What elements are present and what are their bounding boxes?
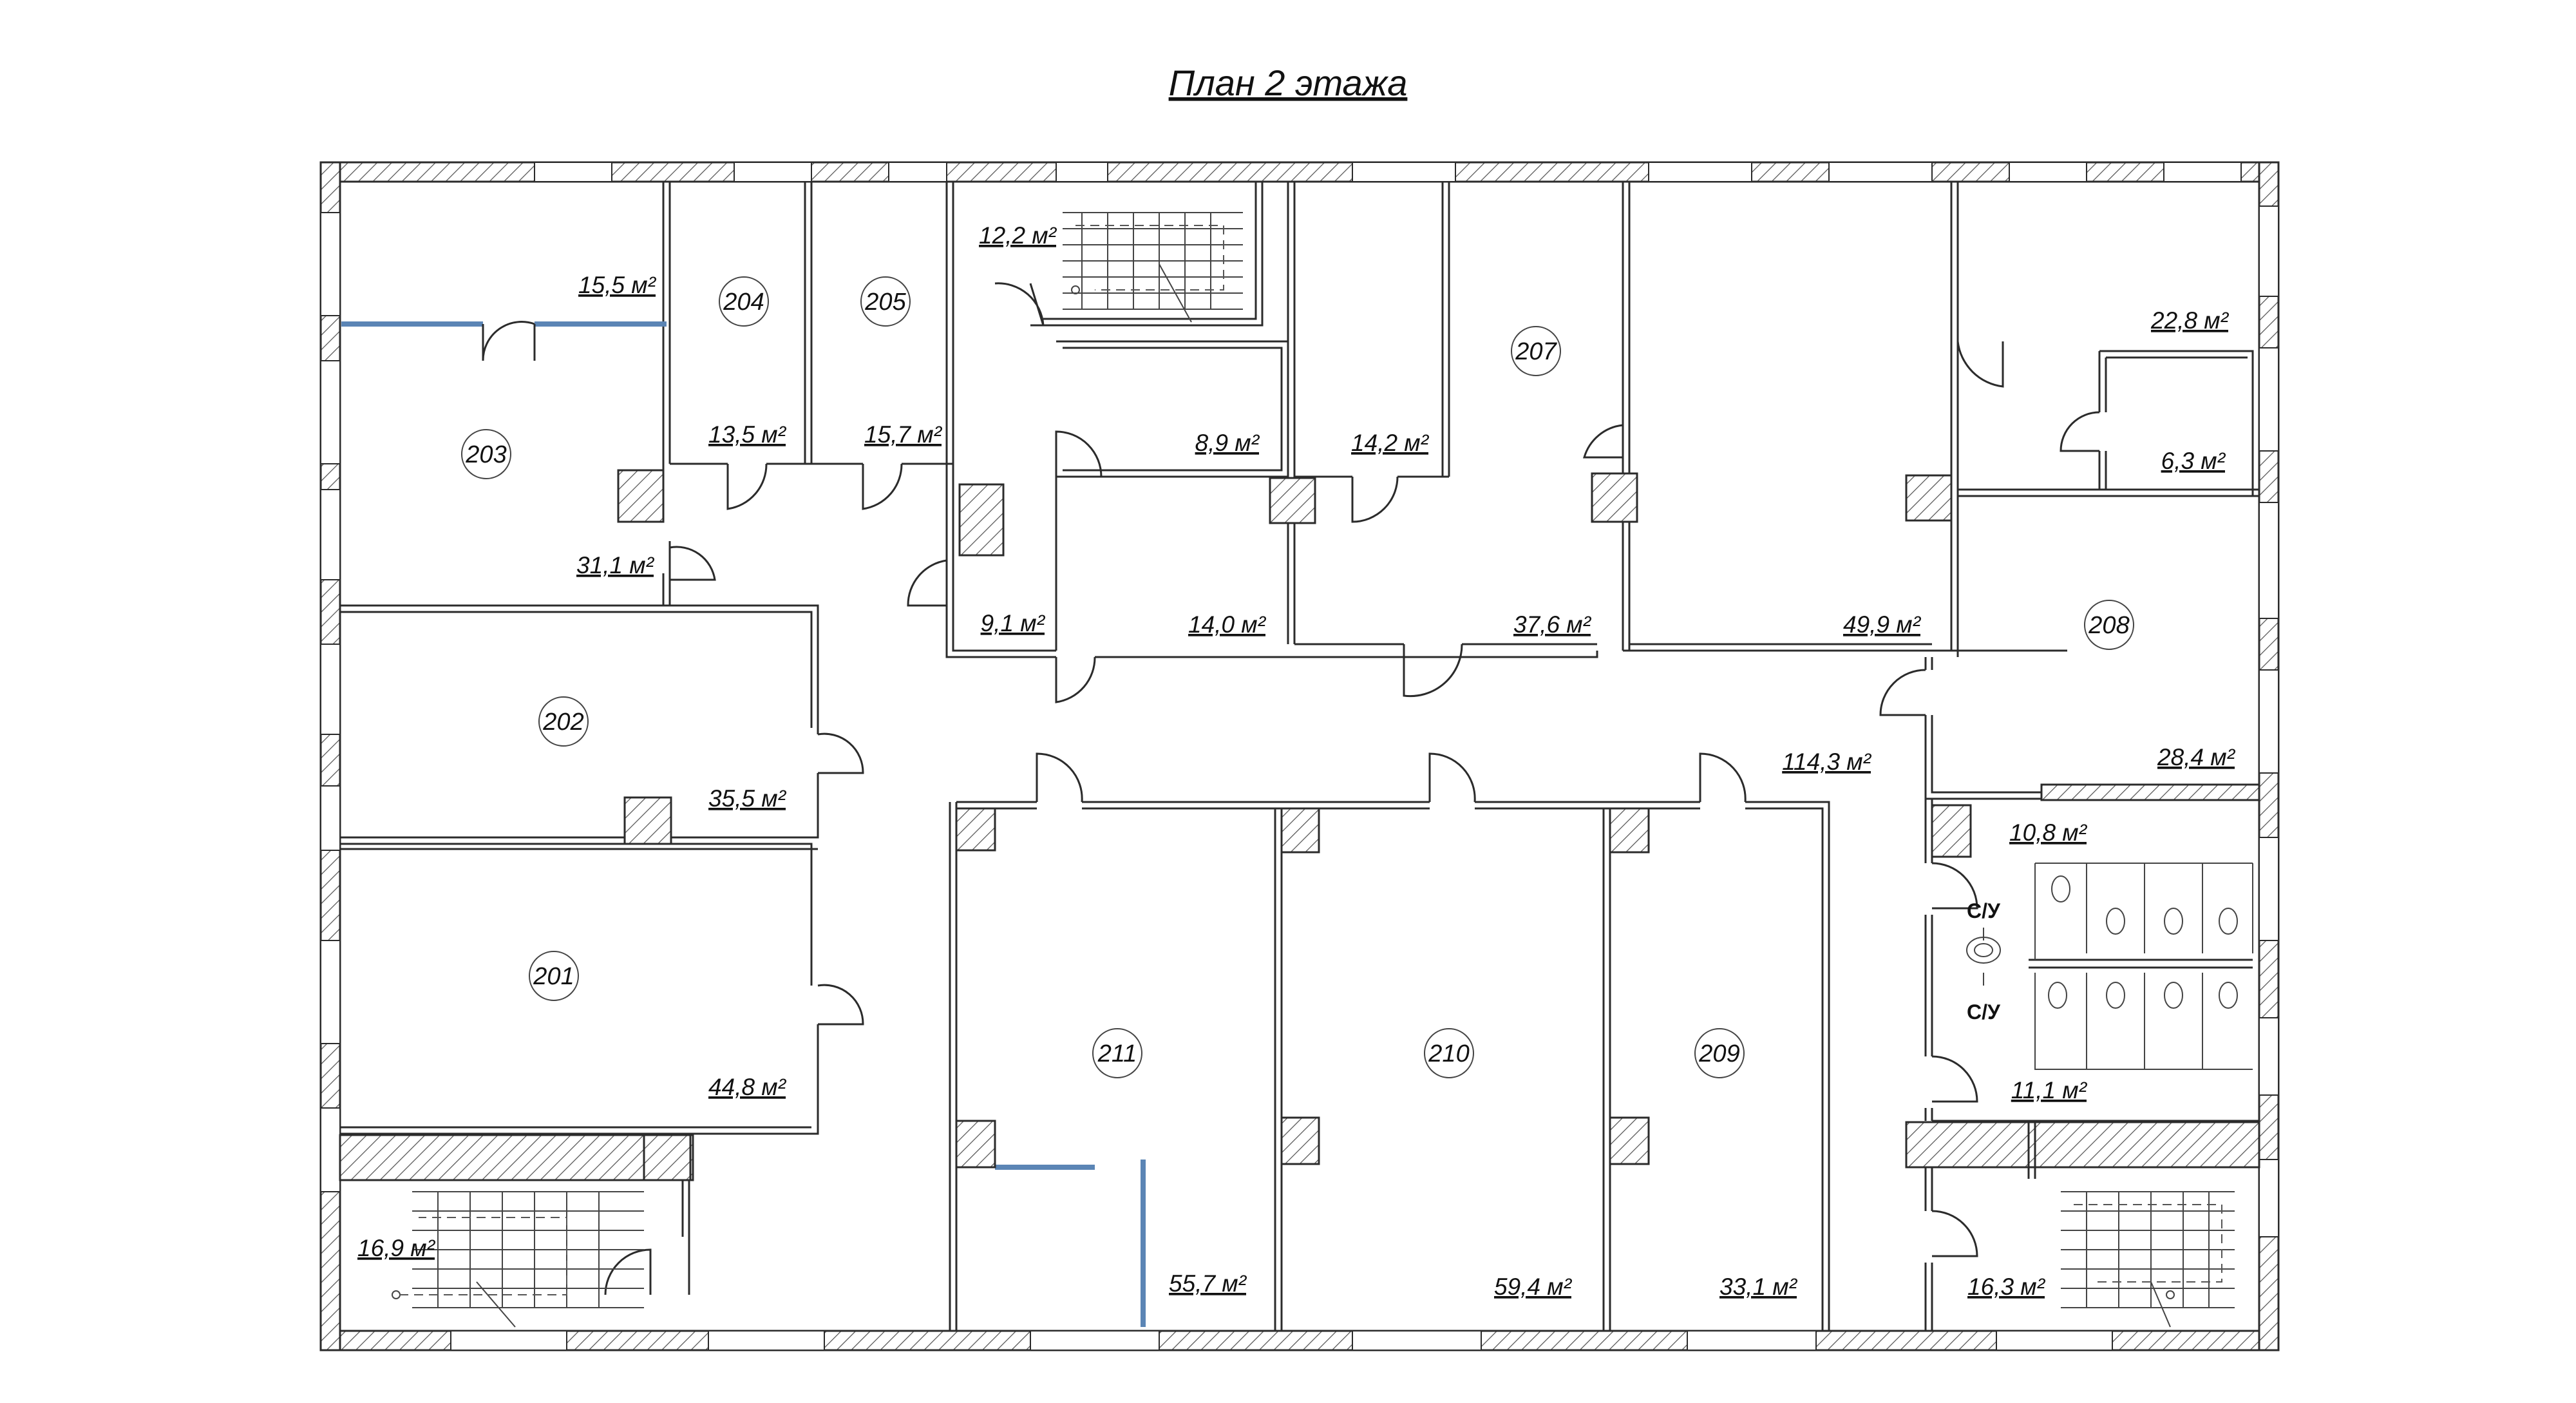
room-207-area: 37,6 м² bbox=[1513, 611, 1592, 638]
room-numbers: 201 202 203 204 205 207 208 209 210 211 bbox=[461, 276, 2134, 1078]
room-209-number: 209 bbox=[1698, 1040, 1739, 1067]
room-208-number: 208 bbox=[2088, 612, 2129, 639]
room-14-0-area: 14,0 м² bbox=[1188, 611, 1267, 638]
room-205-area: 15,7 м² bbox=[864, 421, 943, 448]
room-203-number: 203 bbox=[465, 441, 506, 468]
room-208-area: 28,4 м² bbox=[2157, 744, 2236, 770]
stairs-right bbox=[2061, 1191, 2235, 1328]
wc-fixtures bbox=[1966, 863, 2253, 1070]
wc-label-lower: С/У bbox=[1967, 1000, 2001, 1024]
doors bbox=[482, 282, 2100, 1295]
room-201-number: 201 bbox=[533, 963, 574, 990]
stairs-left bbox=[392, 1191, 644, 1328]
room-205-number: 205 bbox=[864, 289, 906, 316]
area-labels: 44,8 м² 35,5 м² 31,1 м² 13,5 м² 15,7 м² … bbox=[357, 222, 2236, 1300]
wc-lower-area: 11,1 м² bbox=[2011, 1077, 2088, 1103]
room-209-area: 33,1 м² bbox=[1719, 1274, 1798, 1300]
room-6-3-area: 6,3 м² bbox=[2161, 448, 2226, 474]
interior-walls bbox=[340, 182, 2260, 1331]
room-210-number: 210 bbox=[1428, 1040, 1469, 1067]
stair-left-area: 16,9 м² bbox=[357, 1235, 436, 1261]
room-9-1-area: 9,1 м² bbox=[981, 610, 1046, 636]
room-201-area: 44,8 м² bbox=[708, 1074, 787, 1100]
room-203-upper-area: 15,5 м² bbox=[578, 272, 657, 298]
outer-walls bbox=[319, 161, 2280, 1351]
room-203-area: 31,1 м² bbox=[576, 552, 655, 578]
stair-right-area: 16,3 м² bbox=[1967, 1274, 2046, 1300]
wc-label-upper: С/У bbox=[1967, 899, 2001, 922]
glass-partitions bbox=[341, 321, 1146, 1327]
room-8-9-area: 8,9 м² bbox=[1195, 430, 1260, 456]
columns bbox=[617, 469, 1972, 1181]
room-14-2-area: 14,2 м² bbox=[1351, 430, 1430, 456]
room-202-area: 35,5 м² bbox=[708, 785, 787, 812]
room-211-number: 211 bbox=[1097, 1040, 1137, 1067]
room-204-area: 13,5 м² bbox=[708, 421, 787, 448]
room-207-number: 207 bbox=[1515, 338, 1557, 365]
room-210-area: 59,4 м² bbox=[1494, 1274, 1573, 1300]
stair-top-area: 12,2 м² bbox=[979, 222, 1057, 249]
stairs-top bbox=[1063, 212, 1243, 323]
wc-upper-area: 10,8 м² bbox=[2009, 819, 2088, 846]
room-202-number: 202 bbox=[542, 709, 583, 736]
corridor-area: 114,3 м² bbox=[1782, 749, 1871, 775]
room-49-9-area: 49,9 м² bbox=[1843, 611, 1922, 638]
room-204-number: 204 bbox=[723, 289, 764, 316]
plan-title: План 2 этажа bbox=[1169, 62, 1408, 103]
room-22-8-area: 22,8 м² bbox=[2150, 307, 2230, 334]
room-211-area: 55,7 м² bbox=[1169, 1270, 1247, 1297]
